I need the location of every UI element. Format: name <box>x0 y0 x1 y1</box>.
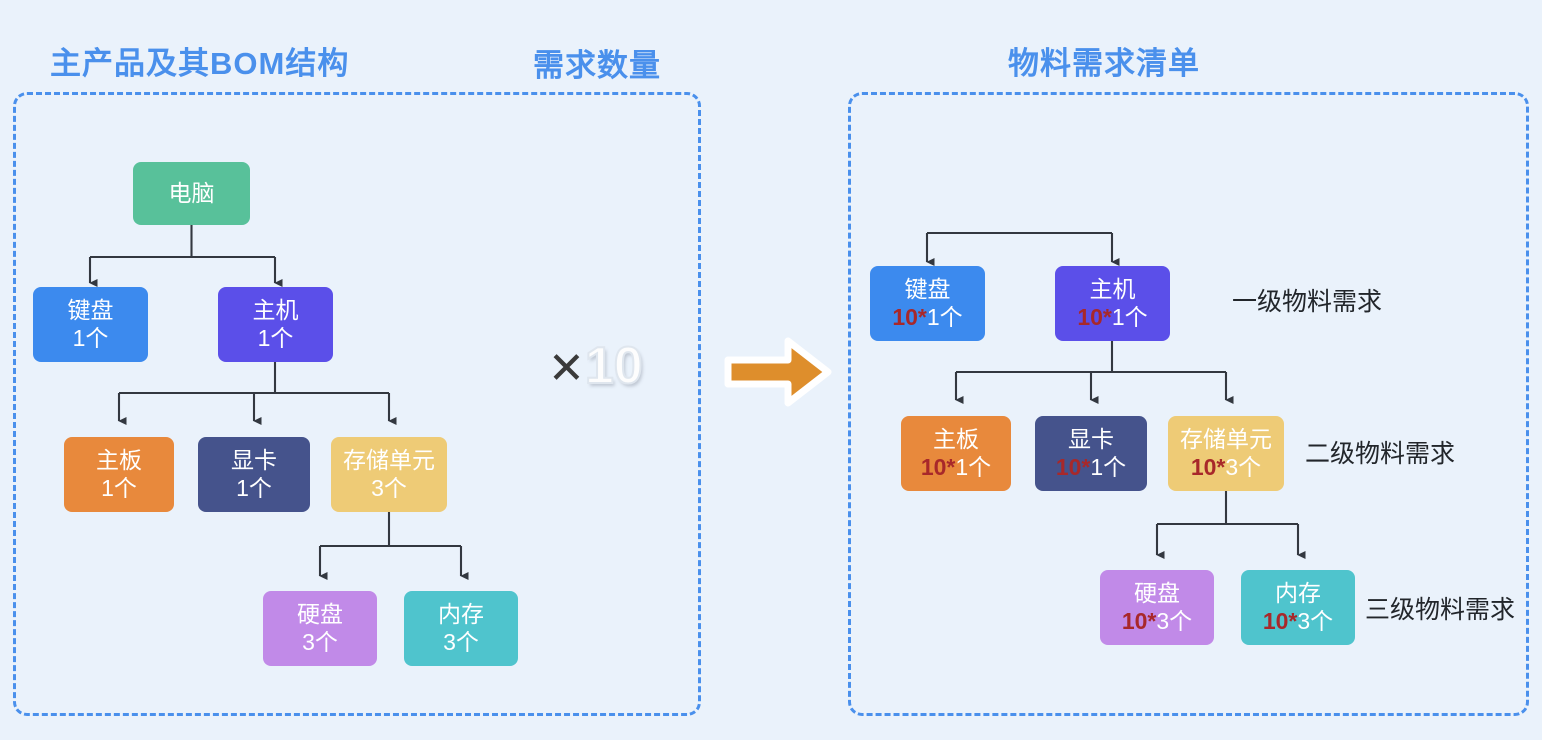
node-label: 显卡 <box>231 447 277 474</box>
right-arrow-icon <box>724 337 832 407</box>
mrp-node-gpu[interactable]: 显卡 10*1个 <box>1035 416 1147 491</box>
bom-node-storage[interactable]: 存储单元 3个 <box>331 437 447 512</box>
multiplier-value: 10 <box>584 337 644 395</box>
node-multiplier: 10* <box>1190 453 1226 480</box>
node-label: 主机 <box>1089 276 1136 303</box>
node-quantity: 3个 <box>371 474 407 501</box>
tier-label-3: 三级物料需求 <box>1365 596 1516 624</box>
node-quantity: 1个 <box>236 474 272 501</box>
node-quantity: 1个 <box>72 324 109 351</box>
node-label: 硬盘 <box>297 601 343 628</box>
bom-node-host[interactable]: 主机 1个 <box>218 287 333 362</box>
mrp-node-mainboard[interactable]: 主板 10*1个 <box>901 416 1011 491</box>
tier-label-1: 一级物料需求 <box>1232 288 1383 316</box>
node-label: 电脑 <box>168 179 215 206</box>
page-title-bom: 主产品及其BOM结构 <box>50 46 350 81</box>
node-label: 硬盘 <box>1134 580 1180 607</box>
bom-node-disk[interactable]: 硬盘 3个 <box>263 591 377 666</box>
bom-node-computer[interactable]: 电脑 <box>133 162 250 225</box>
node-label: 主板 <box>96 447 142 474</box>
multiplier-badge: ✕10 <box>548 337 644 395</box>
node-base-qty: 3个 <box>1156 607 1193 634</box>
node-base-qty: 3个 <box>1225 453 1262 480</box>
bom-node-keyboard[interactable]: 键盘 1个 <box>33 287 148 362</box>
node-multiplier: 10* <box>920 453 956 480</box>
node-label: 显卡 <box>1068 426 1114 453</box>
node-base-qty: 1个 <box>955 453 992 480</box>
node-label: 键盘 <box>904 276 951 303</box>
mrp-node-disk[interactable]: 硬盘 10*3个 <box>1100 570 1214 645</box>
node-multiplier: 10* <box>1055 453 1091 480</box>
node-multiplier: 10* <box>1121 607 1157 634</box>
node-label: 主机 <box>252 297 299 324</box>
node-base-qty: 3个 <box>1297 607 1334 634</box>
mrp-node-host[interactable]: 主机 10*1个 <box>1055 266 1170 341</box>
page-title-mrp: 物料需求清单 <box>1008 46 1200 81</box>
node-base-qty: 1个 <box>926 303 963 330</box>
node-quantity: 10*1个 <box>892 304 962 331</box>
node-quantity: 3个 <box>302 628 338 655</box>
node-quantity: 10*1个 <box>1056 454 1126 481</box>
node-label: 内存 <box>438 601 484 628</box>
node-quantity: 3个 <box>443 628 479 655</box>
node-label: 主板 <box>933 426 979 453</box>
tier-label-2: 二级物料需求 <box>1305 440 1456 468</box>
node-quantity: 10*3个 <box>1263 608 1333 635</box>
mrp-node-storage[interactable]: 存储单元 10*3个 <box>1168 416 1284 491</box>
node-label: 存储单元 <box>343 447 435 474</box>
node-multiplier: 10* <box>1077 303 1112 330</box>
node-multiplier: 10* <box>892 303 927 330</box>
node-quantity: 1个 <box>101 474 137 501</box>
bom-structure-panel <box>13 92 701 716</box>
node-base-qty: 1个 <box>1090 453 1127 480</box>
node-label: 键盘 <box>67 297 114 324</box>
node-label: 内存 <box>1275 580 1321 607</box>
node-quantity: 10*3个 <box>1122 608 1192 635</box>
node-base-qty: 1个 <box>1111 303 1148 330</box>
bom-node-gpu[interactable]: 显卡 1个 <box>198 437 310 512</box>
mrp-node-memory[interactable]: 内存 10*3个 <box>1241 570 1355 645</box>
node-label: 存储单元 <box>1180 426 1272 453</box>
node-quantity: 1个 <box>257 324 294 351</box>
multiply-icon: ✕ <box>548 344 585 393</box>
material-requirement-panel <box>848 92 1529 716</box>
bom-node-memory[interactable]: 内存 3个 <box>404 591 518 666</box>
node-quantity: 10*1个 <box>921 454 991 481</box>
mrp-node-keyboard[interactable]: 键盘 10*1个 <box>870 266 985 341</box>
node-quantity: 10*3个 <box>1191 454 1261 481</box>
node-quantity: 10*1个 <box>1077 304 1147 331</box>
bom-node-mainboard[interactable]: 主板 1个 <box>64 437 174 512</box>
node-multiplier: 10* <box>1262 607 1298 634</box>
page-title-quantity: 需求数量 <box>533 48 661 83</box>
